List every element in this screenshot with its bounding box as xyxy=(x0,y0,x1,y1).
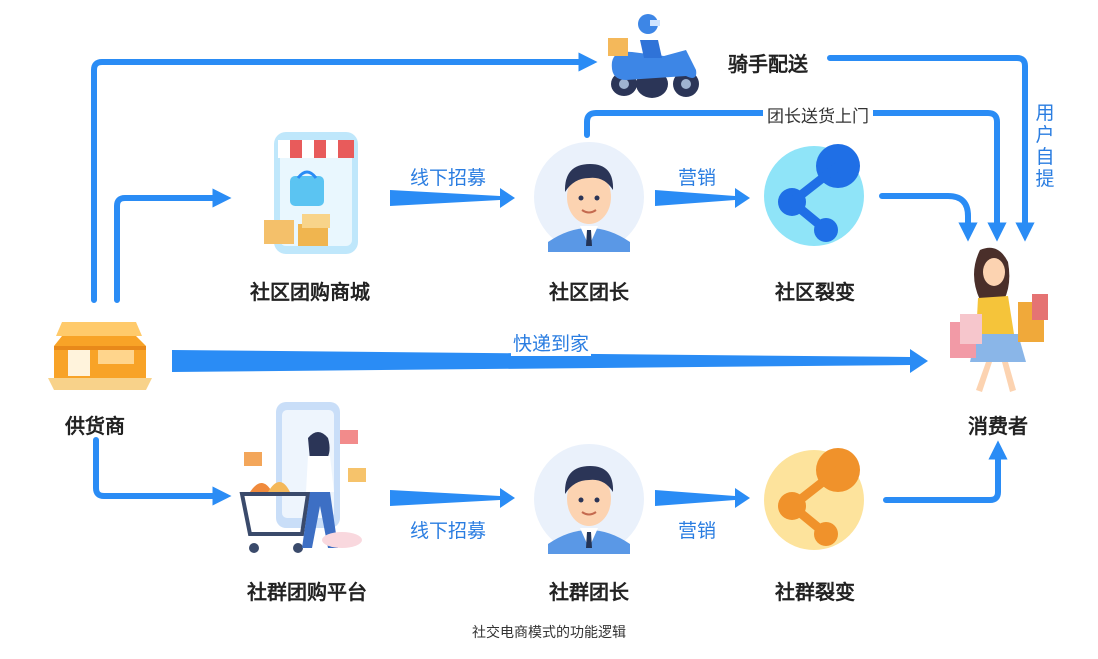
edge-express-home: 快递到家 xyxy=(510,329,592,356)
node-community-fission: 社区裂变 xyxy=(775,280,855,304)
man-avatar-icon-community xyxy=(534,142,644,252)
diagram-caption: 社交电商模式的功能逻辑 xyxy=(472,625,626,641)
edge-offline-recruit-top: 线下招募 xyxy=(407,163,489,190)
man-avatar-icon-group xyxy=(534,444,644,554)
arrow-express-home xyxy=(172,349,928,373)
node-group-platform: 社群团购平台 xyxy=(247,580,367,604)
arrow-offline-recruit-bottom xyxy=(390,488,515,508)
shopping-woman-icon xyxy=(950,247,1048,392)
arrow-rider-to-consumer xyxy=(827,55,1035,242)
edge-marketing-bottom: 营销 xyxy=(675,516,719,543)
edge-rider-delivery: 骑手配送 xyxy=(728,52,808,76)
arrow-supplier-to-mall xyxy=(114,188,232,303)
arrow-supplier-to-platform xyxy=(93,437,232,506)
arrow-offline-recruit-top xyxy=(390,188,515,208)
edge-leader-door-delivery: 团长送货上门 xyxy=(763,102,873,127)
shop-phone-icon xyxy=(264,132,358,254)
shopping-cart-phone-icon xyxy=(239,402,366,553)
edge-offline-recruit-bottom: 线下招募 xyxy=(407,516,489,543)
arrow-fission-to-consumer xyxy=(879,193,978,242)
node-community-mall: 社区团购商城 xyxy=(250,280,370,304)
arrow-supplier-to-rider xyxy=(91,52,598,303)
arrow-group-fission-to-consumer xyxy=(883,440,1008,503)
node-group-fission: 社群裂变 xyxy=(775,580,855,604)
arrow-marketing-top xyxy=(655,188,750,208)
node-group-leader: 社群团长 xyxy=(549,580,629,604)
share-icon-orange xyxy=(764,448,864,550)
arrow-marketing-bottom xyxy=(655,488,750,508)
scooter-rider-icon xyxy=(608,14,699,98)
node-consumer: 消费者 xyxy=(968,414,1028,438)
share-icon-blue xyxy=(764,144,864,246)
edge-marketing-top: 营销 xyxy=(675,163,719,190)
node-supplier: 供货商 xyxy=(65,414,125,438)
store-icon xyxy=(48,322,152,390)
node-community-leader: 社区团长 xyxy=(549,280,629,304)
edge-self-pickup: 用户自提 xyxy=(1035,102,1055,190)
